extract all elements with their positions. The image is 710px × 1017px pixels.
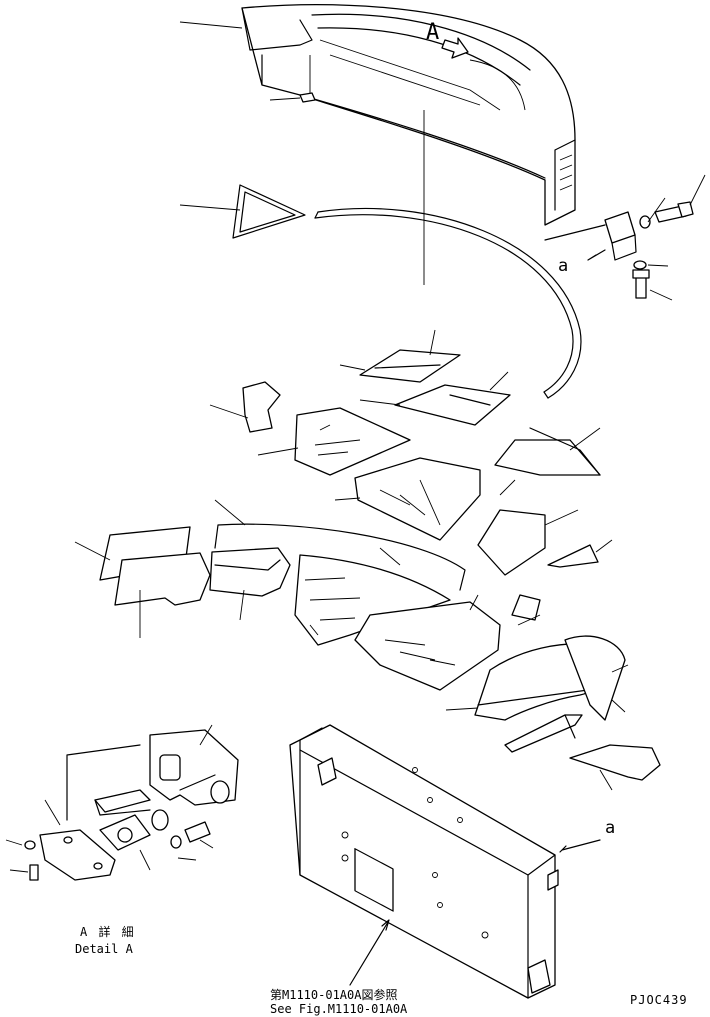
leader-line <box>214 499 246 526</box>
leader-line <box>74 541 111 561</box>
detail-title-en: Detail A <box>75 942 133 956</box>
center-pad <box>209 547 291 597</box>
leader-line <box>269 97 301 101</box>
reference-en: See Fig.M1110-01A0A <box>270 1002 408 1016</box>
insulation-pad-2 <box>394 384 511 426</box>
washer-upper <box>639 215 651 229</box>
detail-title-jp: A 詳 細 <box>80 925 136 939</box>
leader-line <box>469 594 479 611</box>
insulation-pad-5 <box>354 457 481 541</box>
l-bracket <box>504 714 583 753</box>
leader-line <box>499 427 601 496</box>
leader-line <box>179 21 243 29</box>
leader-line <box>611 664 629 713</box>
right-pad <box>564 635 626 721</box>
top-strip <box>214 523 466 591</box>
leader-line <box>544 509 579 526</box>
insulation-pad-8 <box>547 544 599 568</box>
hood-cover <box>241 4 576 226</box>
insulation-pad-6 <box>494 427 601 476</box>
bolt-lower <box>632 269 650 299</box>
washer-lower <box>633 260 647 270</box>
radiator-frame <box>289 724 559 999</box>
view-arrow-a <box>441 37 469 59</box>
leader-line <box>517 614 541 626</box>
long-pad <box>354 601 501 691</box>
mount-bracket <box>604 211 637 261</box>
fan-pad <box>294 554 451 646</box>
insulation-pad-7 <box>477 509 546 576</box>
ref-a-callout-top: a <box>558 256 569 276</box>
leader-line <box>544 224 606 241</box>
reference-arrow <box>349 919 390 986</box>
leader-line <box>445 707 479 711</box>
insulation-pad-4 <box>294 407 411 476</box>
insulation-pad-3 <box>242 381 281 433</box>
ref-a-callout-bottom: a <box>605 818 616 838</box>
leader-line <box>179 204 241 211</box>
bolt-upper <box>654 201 694 223</box>
figure-code: PJOC439 <box>630 993 688 1007</box>
leader-line <box>257 447 299 456</box>
leader-line <box>5 724 214 873</box>
arrow-a-bottom <box>559 839 601 853</box>
leader-line <box>209 404 249 419</box>
view-a-callout: A <box>426 20 440 45</box>
leader-line <box>334 497 361 501</box>
base-pad <box>569 744 661 781</box>
leader-line <box>309 547 401 636</box>
corner-pad <box>114 552 211 606</box>
leader-line <box>339 329 436 371</box>
leader-line <box>647 174 706 301</box>
small-pad <box>299 92 316 103</box>
leader-line <box>359 371 509 406</box>
leader-line <box>595 539 613 553</box>
seal-gasket <box>232 184 582 399</box>
leader-line <box>239 589 245 621</box>
flap-pad <box>511 594 541 621</box>
insulation-pad-1 <box>359 349 461 383</box>
reference-jp: 第M1110-01A0A図参照 <box>270 988 398 1002</box>
arrow-a-top <box>587 249 606 261</box>
leader-line <box>599 769 613 791</box>
detail-a-view <box>24 729 239 881</box>
